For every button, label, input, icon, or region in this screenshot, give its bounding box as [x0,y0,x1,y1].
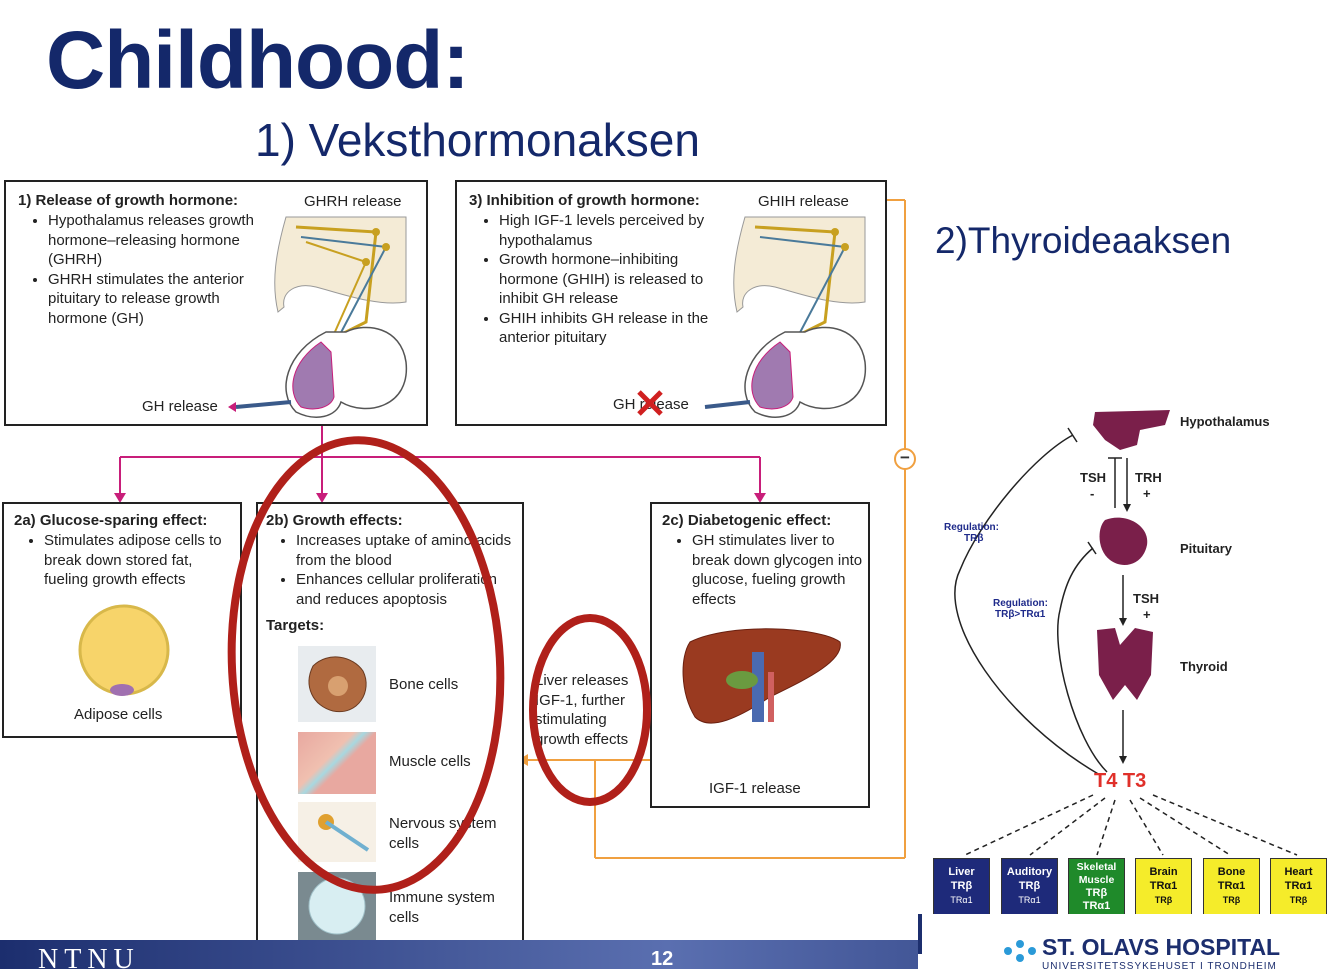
panel3-bullet: GHIH inhibits GH release in the anterior… [499,309,734,348]
pituitary-label: Pituitary [1180,541,1233,556]
panel1-heading: 1) Release of growth hormone: [18,192,239,209]
panel3-bullet: Growth hormone–inhibiting hormone (GHIH)… [499,250,734,309]
panel-release-growth-hormone: 1) Release of growth hormone: Hypothalam… [4,180,428,426]
panel3-heading: 3) Inhibition of growth hormone: [469,192,700,209]
gh-release-label: GH release [142,398,218,415]
panel-glucose-sparing: 2a) Glucose-sparing effect: Stimulates a… [2,502,242,738]
panel2c-bullet: GH stimulates liver to break down glycog… [692,531,867,609]
regulation-trb-tra1-label: Regulation: TRβ>TRα1 [993,598,1048,620]
panel2b-heading: 2b) Growth effects: [266,512,403,529]
target-label: Muscle cells [389,753,471,770]
hospital-dots-icon [1004,940,1036,962]
regulation-trb-label: Regulation: TRβ [944,522,999,544]
t4-t3-label: T4 T3 [1094,770,1147,792]
igf1-release-label: IGF-1 release [709,780,801,797]
blocked-x-icon [637,390,663,416]
panel3-bullet: High IGF-1 levels perceived by hypothala… [499,211,734,250]
thyroid-label: Thyroid [1180,659,1228,674]
panel2b-bullet: Increases uptake of amino acids from the… [296,531,521,570]
target-label: Immune system cells [389,889,495,926]
adipose-cell-icon [78,604,170,696]
plus-label: + [1143,486,1151,501]
liver-releases-note: Liver releases IGF-1, further stimulatin… [535,672,629,748]
page-title: Childhood: [46,15,470,106]
subtitle: 1) Veksthormonaksen [255,114,700,166]
targets-label: Targets: [266,617,325,634]
panel2b-bullet: Enhances cellular proliferation and redu… [296,570,521,609]
panel2a-bullet: Stimulates adipose cells to break down s… [44,531,239,590]
thyroid-axis-title: 2)Thyroideaaksen [935,220,1232,261]
minus-sign: − [900,448,910,467]
nerve-cell-image [298,802,376,862]
hypothalamus-label: Hypothalamus [1180,414,1270,429]
immune-cell-image [298,872,376,940]
hospital-logo-area: ST. OLAVS HOSPITAL UNIVERSITETSSYKEHUSET… [918,914,1334,969]
bone-cell-image [298,646,376,722]
panel-inhibition-growth-hormone: 3) Inhibition of growth hormone: High IG… [455,180,887,426]
pituitary-illustration [228,216,407,418]
target-label: Bone cells [389,676,459,693]
pituitary-illustration [704,216,866,418]
hospital-subtitle: UNIVERSITETSSYKEHUSET I TRONDHEIM [1042,961,1277,969]
adipose-cells-label: Adipose cells [74,706,163,723]
plus-label: + [1143,607,1151,622]
panel-diabetogenic-effect: 2c) Diabetogenic effect: GH stimulates l… [650,502,870,808]
panel1-bullet: Hypothalamus releases growth hormone–rel… [48,211,268,270]
minus-label: - [1090,486,1095,501]
panel1-bullet: GHRH stimulates the anterior pituitary t… [48,270,268,329]
panel2c-heading: 2c) Diabetogenic effect: [662,512,832,529]
tsh-inhibit-label: TSH [1080,470,1106,485]
trh-label: TRH [1135,470,1162,485]
ghrh-release-label: GHRH release [304,193,402,210]
liver-illustration [682,628,841,724]
panel2a-heading: 2a) Glucose-sparing effect: [14,512,208,529]
hospital-name: ST. OLAVS HOSPITAL [1042,934,1281,960]
ntnu-logo: NTNU [38,944,140,969]
thyroid-axis-diagram [954,410,1298,856]
tsh-label: TSH [1133,591,1159,606]
panel-growth-effects: 2b) Growth effects: Increases uptake of … [256,502,524,948]
ghih-release-label: GHIH release [758,193,849,210]
muscle-cell-image [298,732,376,794]
page-number: 12 [651,948,674,969]
